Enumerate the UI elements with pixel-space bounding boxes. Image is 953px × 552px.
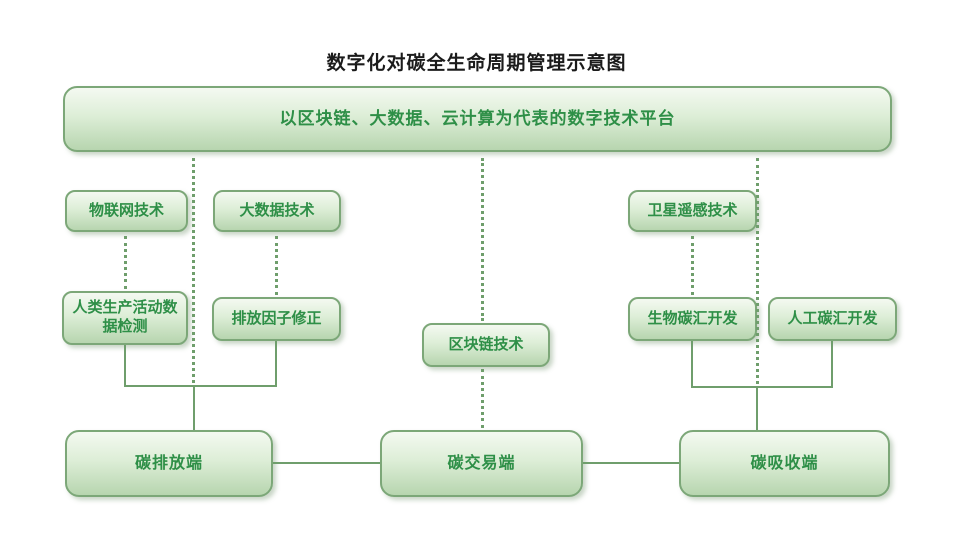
node-satellite-remote-sensing: 卫星遥感技术 bbox=[628, 190, 757, 232]
node-carbon-absorption-end: 碳吸收端 bbox=[679, 430, 890, 497]
dotted-connector-satellite-to-bio-sink bbox=[691, 236, 694, 295]
dotted-connector-iot-to-human-activity bbox=[124, 236, 127, 289]
node-bigdata-technology-label: 大数据技术 bbox=[239, 201, 315, 219]
node-biological-carbon-sink: 生物碳汇开发 bbox=[628, 297, 757, 341]
line-junction-to-emission-end bbox=[193, 385, 195, 430]
line-bio-sink-down bbox=[691, 341, 693, 386]
line-trading-to-absorption bbox=[583, 462, 679, 464]
node-carbon-emission-end-label: 碳排放端 bbox=[134, 454, 203, 472]
line-junction-to-absorption-end bbox=[756, 386, 758, 430]
line-emission-junction-horizontal bbox=[124, 385, 277, 387]
line-human-activity-down bbox=[124, 345, 126, 385]
node-human-activity-monitoring-label: 人类生产活动数据检测 bbox=[72, 299, 178, 335]
node-blockchain-technology-label: 区块链技术 bbox=[448, 335, 524, 353]
node-digital-platform: 以区块链、大数据、云计算为代表的数字技术平台 bbox=[63, 86, 892, 152]
line-absorption-junction-horizontal bbox=[691, 386, 833, 388]
dotted-connector-bigdata-to-emission-factor bbox=[275, 236, 278, 295]
node-biological-carbon-sink-label: 生物碳汇开发 bbox=[647, 309, 738, 327]
node-emission-factor-correction-label: 排放因子修正 bbox=[231, 309, 322, 327]
node-artificial-carbon-sink: 人工碳汇开发 bbox=[768, 297, 897, 341]
node-emission-factor-correction: 排放因子修正 bbox=[212, 297, 341, 341]
node-bigdata-technology: 大数据技术 bbox=[213, 190, 341, 232]
node-carbon-emission-end: 碳排放端 bbox=[65, 430, 273, 497]
node-iot-technology-label: 物联网技术 bbox=[88, 201, 164, 219]
node-carbon-trading-end: 碳交易端 bbox=[380, 430, 583, 497]
node-artificial-carbon-sink-label: 人工碳汇开发 bbox=[787, 309, 878, 327]
node-human-activity-monitoring: 人类生产活动数据检测 bbox=[62, 291, 188, 345]
dotted-connector-blockchain-to-trading-end bbox=[481, 369, 484, 428]
node-carbon-trading-end-label: 碳交易端 bbox=[447, 454, 516, 472]
dotted-connector-platform-to-blockchain bbox=[481, 158, 484, 321]
line-artificial-sink-down bbox=[831, 341, 833, 386]
diagram-title: 数字化对碳全生命周期管理示意图 bbox=[326, 53, 627, 74]
dotted-connector-platform-to-emission-junction bbox=[192, 158, 195, 383]
line-emission-factor-down bbox=[275, 341, 277, 385]
line-emission-to-trading bbox=[273, 462, 380, 464]
node-satellite-remote-sensing-label: 卫星遥感技术 bbox=[647, 201, 738, 219]
node-iot-technology: 物联网技术 bbox=[65, 190, 188, 232]
node-carbon-absorption-end-label: 碳吸收端 bbox=[750, 454, 819, 472]
node-digital-platform-label: 以区块链、大数据、云计算为代表的数字技术平台 bbox=[279, 109, 676, 129]
dotted-connector-platform-to-absorption-junction bbox=[756, 158, 759, 384]
node-blockchain-technology: 区块链技术 bbox=[422, 323, 550, 367]
